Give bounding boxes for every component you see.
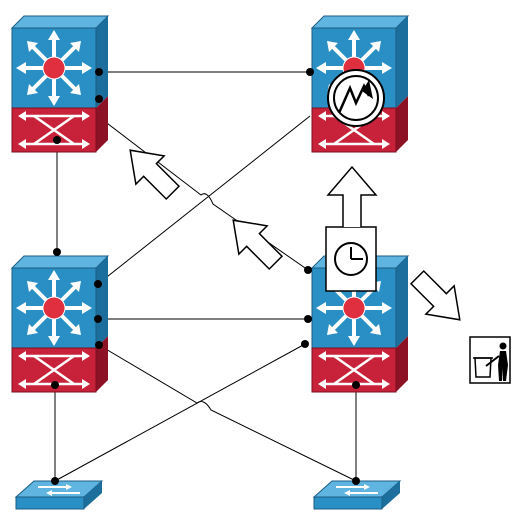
- access-switch-bottom-right[interactable]: [313, 480, 401, 510]
- up-arrow-icon: [326, 165, 378, 227]
- core-switch-top-left[interactable]: [10, 14, 110, 154]
- up-left-arrow-icon: [232, 219, 284, 271]
- link-core-tr-to-dist-left: [97, 115, 311, 285]
- dist-switch-mid-left[interactable]: [10, 254, 110, 394]
- link-core-tl-to-dist-right: [98, 116, 309, 271]
- trash-bin-icon[interactable]: [469, 336, 511, 384]
- qos-icon: [327, 69, 385, 127]
- up-left-arrow-icon: [129, 149, 181, 201]
- link-dist-right-to-access-left: [54, 343, 306, 482]
- port-dots: [51, 68, 360, 485]
- access-switch-bottom-left[interactable]: [15, 480, 103, 510]
- down-right-arrow-icon: [409, 269, 461, 321]
- queue-clock-icon: [325, 226, 377, 292]
- links: [54, 71, 357, 482]
